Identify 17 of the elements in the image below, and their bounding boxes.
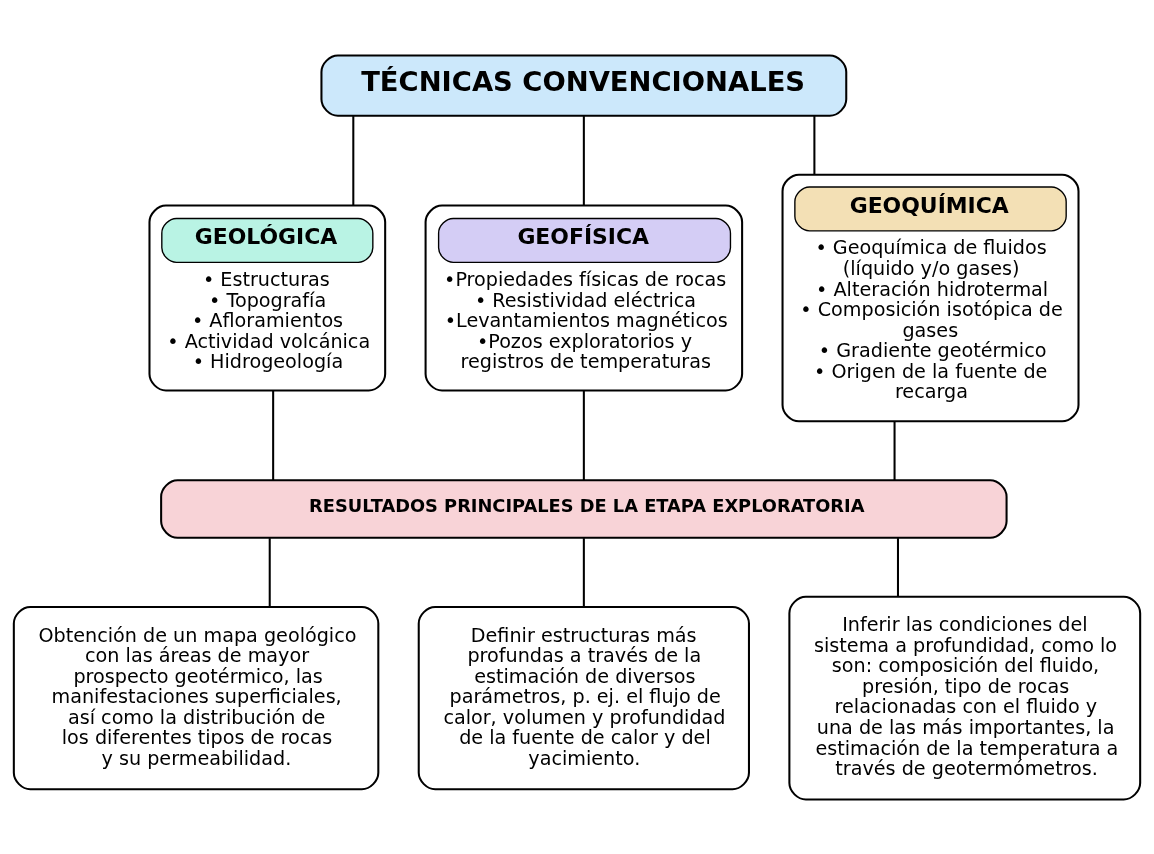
- node-box: GEOLÓGICA • Estructuras • Topografía • Afloramientos • Actividad volcánica • Hidrogeología: [148, 204, 387, 392]
- node-box: GEOQUÍMICA • Geoquímica de fluidos (líquido y/o gases) • Alteración hidrotermal • Composición isotópica de gases • Gradiente geotérmico • Origen de la fuente de recarga: [781, 173, 1080, 422]
- connector: [893, 420, 896, 480]
- connector: [582, 390, 585, 480]
- node-box: Definir estructuras más profundas a través de la estimación de diversos parámetros, p. ej. el flujo de calor, volumen y profundidad de la fuente de calor y del yacimiento.: [417, 605, 750, 790]
- connector: [268, 537, 271, 607]
- connector: [896, 537, 899, 597]
- node-box: RESULTADOS PRINCIPALES DE LA ETAPA EXPLORATORIA: [160, 478, 1008, 539]
- connector: [582, 537, 585, 607]
- node-box: Obtención de un mapa geológico con las áreas de mayor prospecto geotérmico, las manifestaciones superficiales, así como la distribución de los diferentes tipos de rocas y su permeabilidad.: [12, 605, 380, 790]
- node-box: GEOFÍSICA •Propiedades físicas de rocas • Resistividad eléctrica •Levantamientos magnéticos •Pozos exploratorios y registros de temperaturas: [424, 204, 744, 392]
- connector: [813, 115, 816, 174]
- node-box: TÉCNICAS CONVENCIONALES: [320, 53, 848, 117]
- node-box: Inferir las condiciones del sistema a profundidad, como lo son: composición del fluido, presión, tipo de rocas relacionadas con el fluido y una de las más importantes, la estimación de la temperatura a través de geotermómetros.: [788, 595, 1142, 801]
- connector: [272, 390, 275, 480]
- connector: [582, 115, 585, 205]
- connector: [352, 115, 355, 205]
